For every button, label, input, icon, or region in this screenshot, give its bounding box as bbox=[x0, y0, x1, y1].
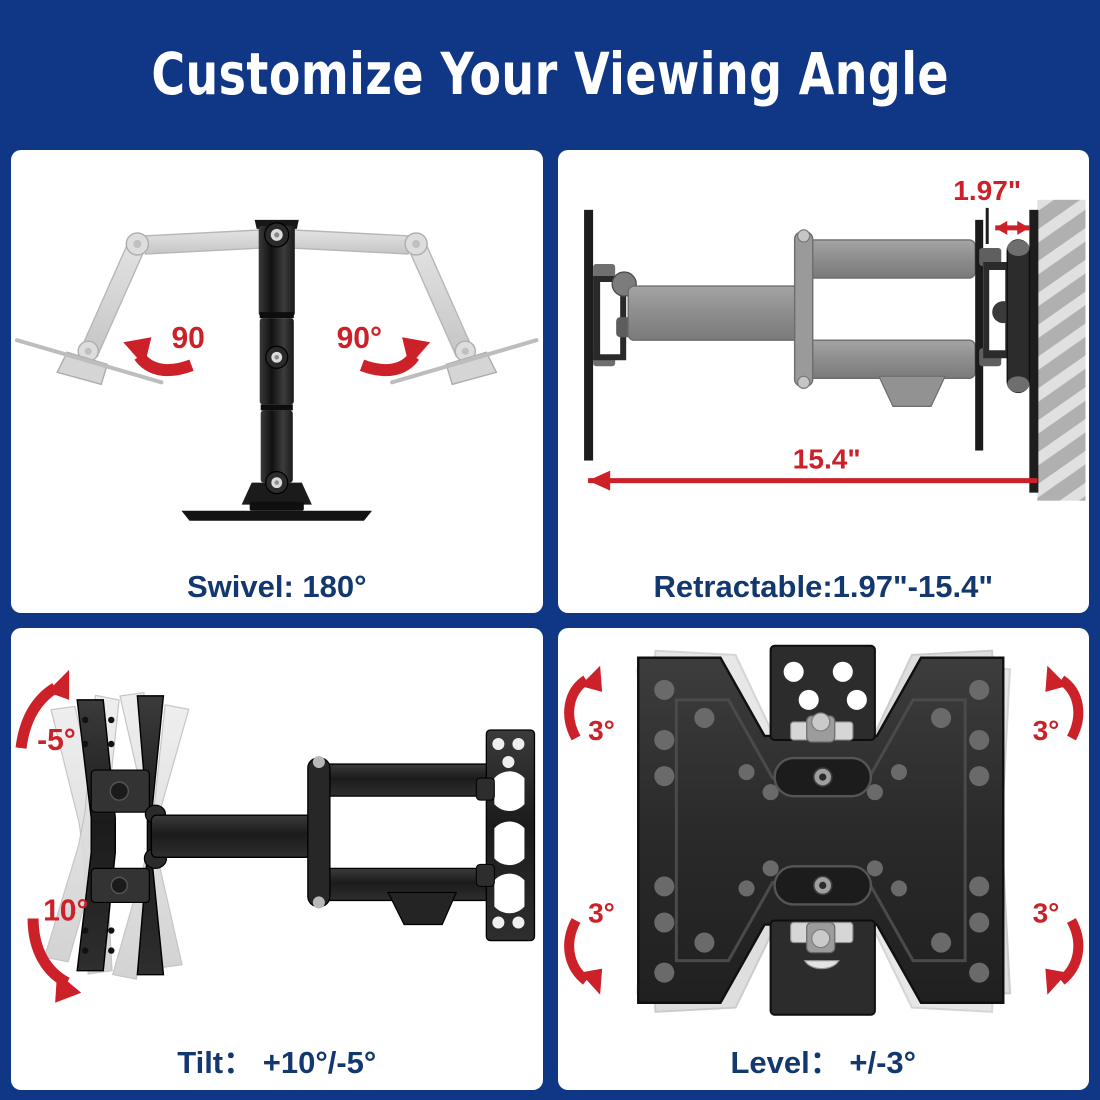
panel-retractable-caption: Retractable:1.97"-15.4" bbox=[653, 568, 994, 604]
top-locking-mechanism bbox=[789, 711, 853, 743]
mounting-holes bbox=[653, 679, 989, 983]
level-top-left-annotation: 3° bbox=[563, 665, 615, 745]
arm-segment-lower2 bbox=[793, 339, 976, 380]
swivel-left-angle-label: 90 bbox=[171, 322, 204, 355]
min-extension-annotation: 1.97" bbox=[953, 175, 1029, 244]
swivel-illustration: 90 90° bbox=[11, 150, 543, 555]
retractable-illustration: 1.97" 15.4" bbox=[558, 150, 1090, 555]
tv-back-panel bbox=[583, 209, 593, 461]
wall-plate bbox=[475, 728, 536, 941]
swivel-left-annotation: 90 bbox=[123, 322, 205, 377]
cable-cover bbox=[387, 891, 458, 925]
upper-adjustment-slot bbox=[772, 756, 872, 797]
max-extension-annotation: 15.4" bbox=[587, 444, 1037, 491]
panel-level-caption: Level： +/-3° bbox=[730, 1045, 917, 1080]
panel-swivel: 90 90° Swivel: 180° bbox=[11, 150, 543, 613]
panel-retractable: 1.97" 15.4" Retractable:1.97"-15.4" bbox=[557, 150, 1090, 613]
panel-level: 3° 3° 3° 3° bbox=[557, 627, 1090, 1090]
level-bottom-left-angle-label: 3° bbox=[588, 897, 615, 928]
level-top-right-annotation: 3° bbox=[1032, 665, 1083, 745]
swivel-right-annotation: 90° bbox=[337, 322, 431, 377]
lower-adjustment-slot bbox=[772, 864, 872, 906]
vesa-bracket-plate bbox=[636, 644, 1004, 1016]
tilt-illustration: -5° 10° bbox=[11, 628, 543, 1033]
ghost-arm-left bbox=[56, 229, 265, 386]
panel-tilt: -5° 10° Tilt： +10°/-5° bbox=[11, 627, 543, 1090]
page-title: Customize Your Viewing Angle bbox=[151, 40, 949, 108]
swivel-pole bbox=[181, 219, 373, 521]
tilt-down-annotation: 10° bbox=[27, 894, 89, 1003]
arm-front-segment bbox=[150, 814, 323, 858]
tilt-down-angle-label: 10° bbox=[43, 894, 88, 927]
level-bottom-left-annotation: 3° bbox=[563, 897, 615, 995]
swivel-right-angle-label: 90° bbox=[337, 322, 382, 355]
wall-plate bbox=[974, 219, 983, 451]
cable-cover bbox=[877, 375, 946, 408]
panel-swivel-caption: Swivel: 180° bbox=[186, 568, 367, 604]
tilt-up-annotation: -5° bbox=[15, 669, 76, 757]
tv-mounting-plate bbox=[76, 694, 168, 975]
level-top-left-angle-label: 3° bbox=[588, 714, 615, 745]
level-bottom-right-annotation: 3° bbox=[1032, 897, 1083, 995]
panel-tilt-caption: Tilt： +10°/-5° bbox=[177, 1045, 377, 1080]
level-illustration: 3° 3° 3° 3° bbox=[558, 628, 1090, 1033]
wall-surface bbox=[1036, 199, 1085, 501]
ghost-arm-right bbox=[289, 229, 498, 386]
max-extension-label: 15.4" bbox=[792, 444, 860, 475]
feature-panel-grid: 90 90° Swivel: 180° bbox=[11, 150, 1089, 1090]
level-top-right-angle-label: 3° bbox=[1032, 714, 1059, 745]
arm-segment-upper bbox=[793, 239, 976, 279]
tilt-up-angle-label: -5° bbox=[37, 724, 76, 757]
page-header: Customize Your Viewing Angle bbox=[0, 0, 1100, 148]
bottom-locking-mechanism bbox=[789, 921, 853, 969]
arm-segment-lower bbox=[626, 285, 799, 341]
level-bottom-right-angle-label: 3° bbox=[1032, 897, 1059, 928]
min-extension-label: 1.97" bbox=[953, 175, 1021, 206]
